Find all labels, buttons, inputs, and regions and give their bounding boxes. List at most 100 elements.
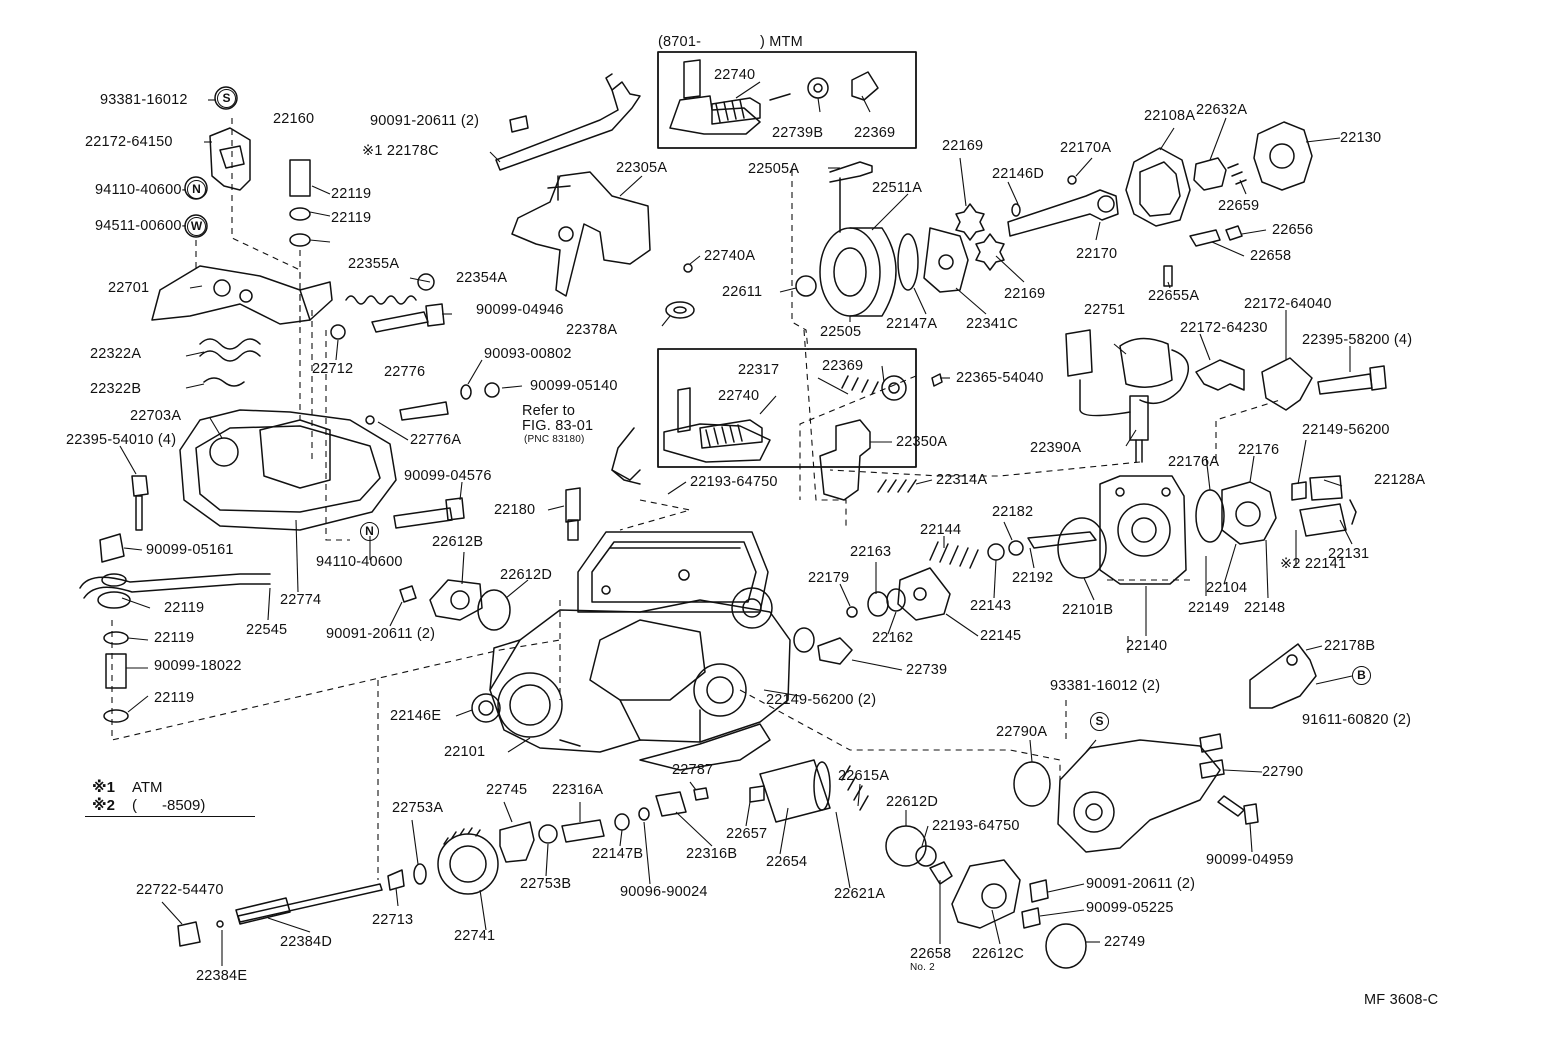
part-label: 90099-05225 bbox=[1086, 900, 1174, 916]
part-label: 22611 bbox=[722, 284, 763, 300]
part-label: 90091-20611 (2) bbox=[370, 113, 480, 129]
part-label: 90091-20611 (2) bbox=[1086, 876, 1196, 892]
note-key-1: ※1 bbox=[92, 779, 115, 796]
part-label: 22119 bbox=[331, 186, 372, 202]
refer-note-line3: (PNC 83180) bbox=[524, 434, 585, 445]
part-label: No. 2 bbox=[910, 962, 935, 973]
part-label: 22140 bbox=[1126, 638, 1168, 654]
part-label: 22182 bbox=[992, 504, 1034, 520]
part-label: 22505A bbox=[748, 161, 800, 177]
part-label: 22316A bbox=[552, 782, 604, 798]
part-label: 22621A bbox=[834, 886, 886, 902]
part-label: 22145 bbox=[980, 628, 1022, 644]
part-label: 22395-54010 (4) bbox=[66, 432, 177, 448]
part-label: 22193-64750 bbox=[932, 818, 1020, 834]
part-label: 22322B bbox=[90, 381, 142, 397]
part-label: 22615A bbox=[838, 768, 890, 784]
part-label: 22753A bbox=[392, 800, 444, 816]
part-label: 22101B bbox=[1062, 602, 1114, 618]
part-label: 22505 bbox=[820, 324, 862, 340]
inset-box-mtm bbox=[657, 51, 917, 149]
symbol-n-top: N bbox=[187, 180, 206, 199]
part-label: 22632A bbox=[1196, 102, 1248, 118]
part-label: 22378A bbox=[566, 322, 618, 338]
part-label: 22170A bbox=[1060, 140, 1112, 156]
part-label: 22172-64150 bbox=[85, 134, 173, 150]
assembly-dashed-lines bbox=[111, 118, 1281, 880]
figure-code: MF 3608-C bbox=[1364, 992, 1439, 1008]
part-label: 22701 bbox=[108, 280, 150, 296]
part-label: 22612D bbox=[500, 567, 552, 583]
part-label: 22314A bbox=[936, 472, 988, 488]
part-label: 22790 bbox=[1262, 764, 1304, 780]
part-label: 90093-00802 bbox=[484, 346, 572, 362]
note-text-2: ( -8509) bbox=[132, 797, 206, 814]
part-label: 22776A bbox=[410, 432, 462, 448]
part-label: 22787 bbox=[672, 762, 714, 778]
part-label: 22176 bbox=[1238, 442, 1280, 458]
part-label: ※2 22141 bbox=[1280, 556, 1347, 572]
part-label: 22739 bbox=[906, 662, 948, 678]
part-label: 22172-64230 bbox=[1180, 320, 1268, 336]
symbol-w: W bbox=[187, 217, 206, 236]
part-label: 22341C bbox=[966, 316, 1018, 332]
refer-note-line1: Refer to bbox=[522, 403, 576, 419]
part-label: 22146E bbox=[390, 708, 442, 724]
notes-underline bbox=[85, 816, 255, 817]
part-label: 22147B bbox=[592, 846, 644, 862]
part-label: 22657 bbox=[726, 826, 768, 842]
part-label: 22384E bbox=[196, 968, 248, 984]
symbol-s-bottom: S bbox=[1090, 712, 1109, 731]
part-label: 22163 bbox=[850, 544, 892, 560]
part-label: 22160 bbox=[273, 111, 315, 127]
part-label: 22740 bbox=[718, 388, 760, 404]
part-label: 22119 bbox=[154, 630, 195, 646]
part-label: 90099-18022 bbox=[154, 658, 242, 674]
part-label: 22658 bbox=[910, 946, 952, 962]
refer-note-line2: FIG. 83-01 bbox=[522, 418, 594, 434]
part-label: 22170 bbox=[1076, 246, 1118, 262]
part-label: 22712 bbox=[312, 361, 354, 377]
part-label: 22745 bbox=[486, 782, 528, 798]
part-label: 22192 bbox=[1012, 570, 1054, 586]
part-label: 22169 bbox=[942, 138, 984, 154]
part-label: 22790A bbox=[996, 724, 1048, 740]
part-label: 22545 bbox=[246, 622, 288, 638]
part-label: 90099-05161 bbox=[146, 542, 234, 558]
part-label: 22350A bbox=[896, 434, 948, 450]
part-label: 94110-40600 bbox=[316, 554, 403, 570]
part-label: 22612D bbox=[886, 794, 938, 810]
part-label: 22178B bbox=[1324, 638, 1376, 654]
inset-title-end: ) MTM bbox=[760, 34, 803, 50]
part-label: 22119 bbox=[331, 210, 372, 226]
part-label: 90099-04959 bbox=[1206, 852, 1294, 868]
part-label: 22703A bbox=[130, 408, 182, 424]
part-label: 22180 bbox=[494, 502, 536, 518]
symbol-s-top: S bbox=[217, 89, 236, 108]
part-label: 93381-16012 (2) bbox=[1050, 678, 1161, 694]
part-label: 22658 bbox=[1250, 248, 1292, 264]
part-label: 22369 bbox=[822, 358, 864, 374]
part-label: 22146D bbox=[992, 166, 1044, 182]
part-label: 22179 bbox=[808, 570, 850, 586]
part-label: 22149-56200 (2) bbox=[766, 692, 877, 708]
part-label: 22369 bbox=[854, 125, 896, 141]
part-label: 93381-16012 bbox=[100, 92, 188, 108]
leader-lines bbox=[119, 81, 1353, 966]
part-label: 90099-05140 bbox=[530, 378, 618, 394]
part-label: 94110-40600- bbox=[95, 182, 187, 198]
part-label: 22108A bbox=[1144, 108, 1196, 124]
part-label: 90099-04576 bbox=[404, 468, 492, 484]
part-label: 22148 bbox=[1244, 600, 1286, 616]
part-label: 22739B bbox=[772, 125, 824, 141]
part-label: 22169 bbox=[1004, 286, 1046, 302]
part-label: 22713 bbox=[372, 912, 414, 928]
part-label: 22384D bbox=[280, 934, 332, 950]
part-label: 22354A bbox=[456, 270, 508, 286]
part-label: 22144 bbox=[920, 522, 962, 538]
part-label: 22131 bbox=[1328, 546, 1370, 562]
